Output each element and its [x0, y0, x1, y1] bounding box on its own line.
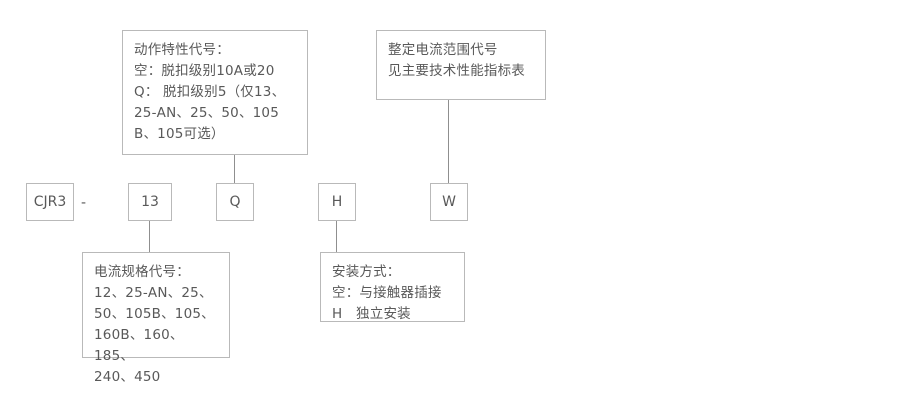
code-separator-dash: - [81, 195, 87, 211]
code-box-action-characteristic: Q [216, 183, 254, 221]
connector-13-box-to-current-spec-note [149, 221, 150, 252]
note-box-current-specification-code: 电流规格代号： 12、25-AN、25、 50、105B、105、 160B、1… [82, 252, 230, 385]
code-box-series: CJR3 [26, 183, 74, 221]
note-box-action-characteristic-code: 动作特性代号： 空：脱扣级别10A或20 Q： 脱扣级别5（仅13、 25-AN… [122, 30, 308, 155]
connector-h-box-to-install-note [336, 221, 337, 252]
code-box-current-range: W [430, 183, 468, 221]
connector-action-code-to-q-box [234, 155, 235, 183]
note-box-current-setting-range-code: 整定电流范围代号 见主要技术性能指标表 [376, 30, 546, 100]
connector-current-range-to-w-box [448, 100, 449, 183]
code-box-install-mode: H [318, 183, 356, 221]
note-box-installation-method: 安装方式： 空：与接触器插接 H 独立安装 [320, 252, 465, 322]
code-box-current-spec: 13 [128, 183, 172, 221]
